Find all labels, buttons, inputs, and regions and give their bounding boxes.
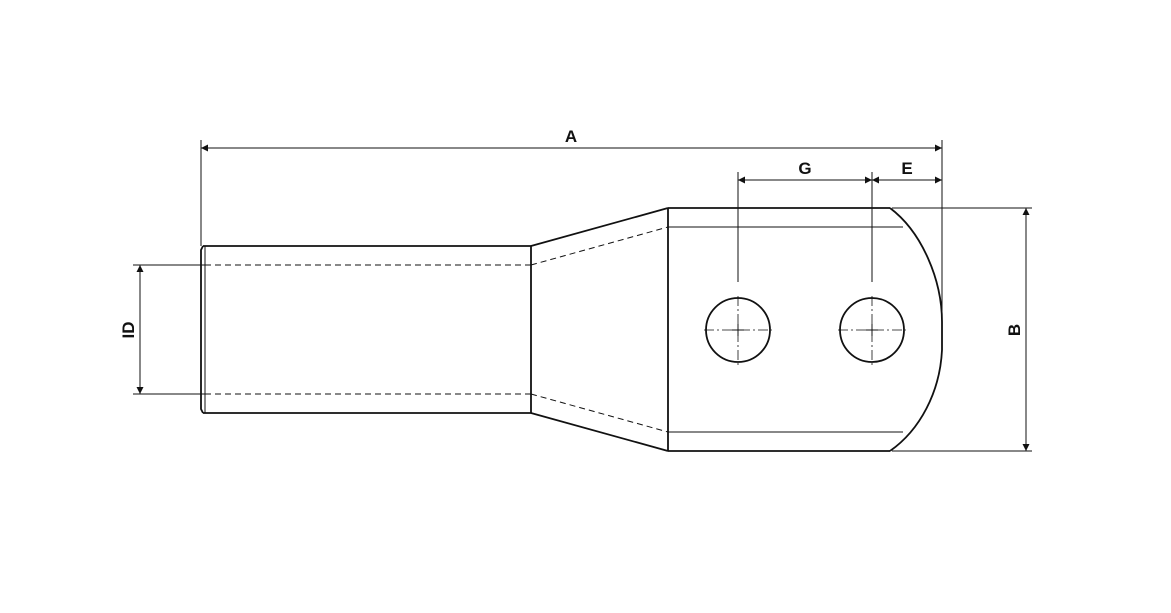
dimension-label-e: E xyxy=(901,159,912,178)
dimension-e: E xyxy=(872,159,942,184)
dimension-label-g: G xyxy=(798,159,811,178)
dimension-label-b: B xyxy=(1005,324,1024,336)
dimension-label-id: ID xyxy=(119,322,138,339)
dimension-id: ID xyxy=(119,264,205,395)
dimension-label-a: A xyxy=(565,127,577,146)
dimension-g: G xyxy=(737,159,873,282)
taper xyxy=(530,207,669,452)
palm xyxy=(667,207,943,452)
barrel xyxy=(200,245,532,414)
hole-1 xyxy=(704,296,772,366)
dimension-a: A xyxy=(200,127,943,325)
dimension-b: B xyxy=(892,207,1032,452)
hole-2 xyxy=(838,296,906,366)
